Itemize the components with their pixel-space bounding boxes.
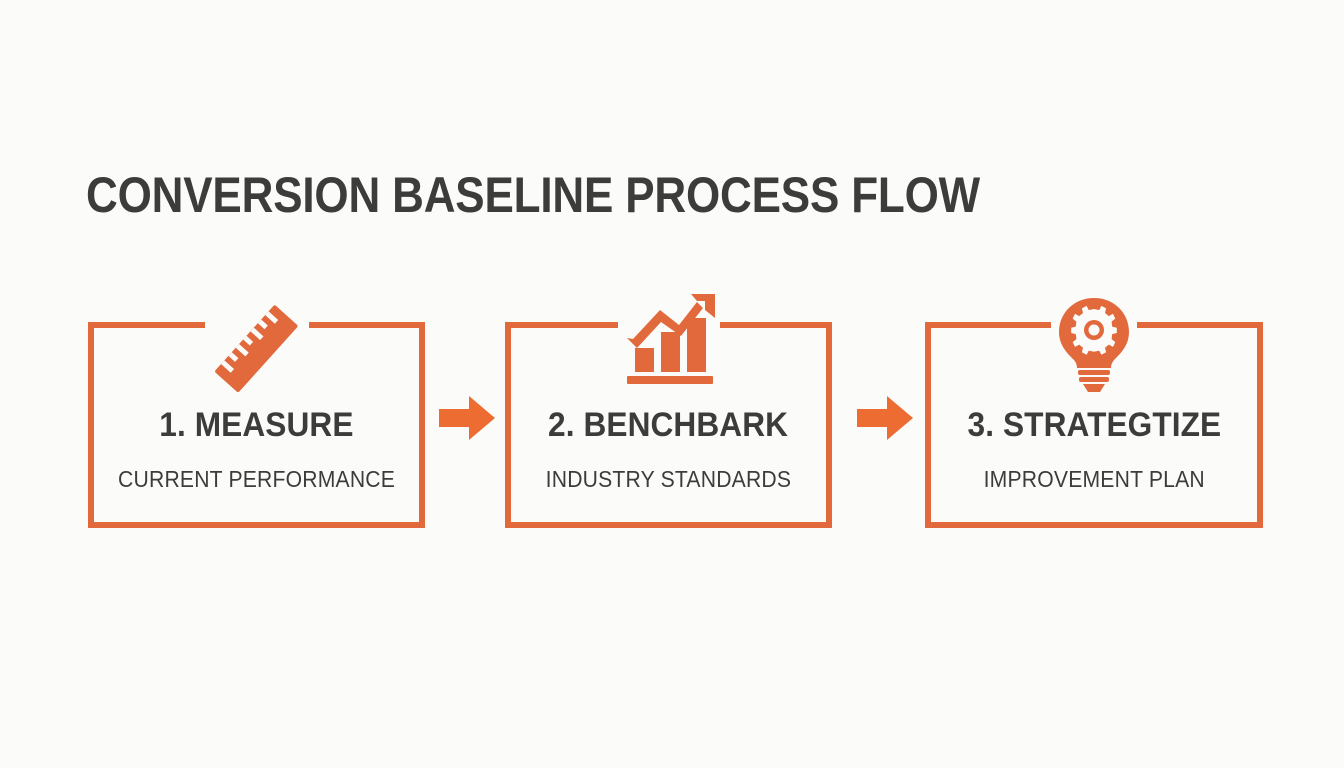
step-content: 2. BENCHBARK INDUSTRY STANDARDS <box>511 328 826 522</box>
step-content: 3. STRATEGTIZE IMPROVEMENT PLAN <box>931 328 1257 522</box>
process-step-measure[interactable]: 1. MEASURE CURRENT PERFORMANCE <box>88 305 425 528</box>
step-subtitle: INDUSTRY STANDARDS <box>545 466 792 492</box>
lightbulb-gear-icon <box>1051 296 1137 397</box>
step-heading: 2. BENCHBARK <box>548 406 789 444</box>
ruler-icon <box>205 296 309 405</box>
step-subtitle: CURRENT PERFORMANCE <box>117 466 396 492</box>
arrow-right-icon <box>857 396 913 440</box>
step-content: 1. MEASURE CURRENT PERFORMANCE <box>94 328 419 522</box>
page-title: CONVERSION BASELINE PROCESS FLOW <box>86 167 981 223</box>
step-heading: 1. MEASURE <box>159 406 354 444</box>
process-step-strategize[interactable]: 3. STRATEGTIZE IMPROVEMENT PLAN <box>925 298 1263 528</box>
step-heading: 3. STRATEGTIZE <box>967 406 1221 444</box>
process-step-benchmark[interactable]: 2. BENCHBARK INDUSTRY STANDARDS <box>505 294 832 528</box>
arrow-right-icon <box>439 396 495 440</box>
bar-chart-growth-icon <box>619 292 719 391</box>
process-flow-diagram: 1. MEASURE CURRENT PERFORMANCE <box>88 294 1263 528</box>
step-subtitle: IMPROVEMENT PLAN <box>983 466 1205 492</box>
